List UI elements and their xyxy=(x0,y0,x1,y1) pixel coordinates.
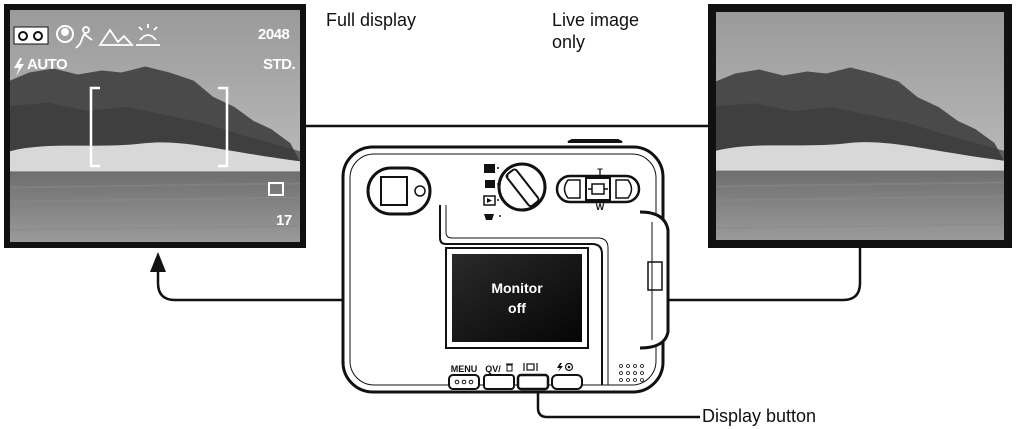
full-display-label: Full display xyxy=(326,10,417,30)
sunset-icon xyxy=(136,24,160,46)
portrait-icon xyxy=(56,25,74,43)
bottom-buttons xyxy=(448,362,583,391)
menu-button[interactable] xyxy=(448,374,480,390)
focus-bracket-icon xyxy=(89,86,229,168)
right-connector-line xyxy=(660,248,862,302)
arrow-head xyxy=(150,252,166,272)
mode-dial-icon[interactable] xyxy=(483,162,547,220)
flash-mode-button[interactable] xyxy=(551,374,583,390)
zoom-w-label: W xyxy=(596,202,605,212)
full-display-screen xyxy=(4,4,306,248)
display-button-label: Display button xyxy=(702,406,817,426)
flash-icon xyxy=(14,58,24,76)
quality-readout: STD. xyxy=(263,56,296,73)
flash-mode-readout: AUTO xyxy=(27,56,68,73)
display-icon xyxy=(523,363,538,371)
zoom-control[interactable] xyxy=(555,174,641,204)
sports-icon xyxy=(75,26,93,49)
qv-label: QV/ xyxy=(485,364,501,374)
trash-icon xyxy=(506,363,513,372)
live-image-screen xyxy=(708,4,1012,248)
zoom-t-label: T xyxy=(597,167,603,177)
display-button-callout-line xyxy=(536,380,700,419)
qv-delete-button[interactable] xyxy=(483,374,515,390)
live-image-label: Live image only xyxy=(552,10,640,52)
monitor-screen xyxy=(445,247,589,349)
display-button[interactable] xyxy=(516,373,550,391)
connector-lines xyxy=(156,124,862,419)
camera-mode-icon xyxy=(13,26,49,45)
menu-label: MENU xyxy=(451,364,478,374)
landscape-icon xyxy=(98,28,135,46)
speaker-grille-icon xyxy=(619,364,644,382)
left-arrow-line xyxy=(156,262,343,302)
viewfinder xyxy=(366,166,432,216)
resolution-readout: 2048 xyxy=(258,26,290,43)
single-drive-icon xyxy=(268,182,284,196)
monitor-off-label: Monitor off xyxy=(491,280,543,316)
flash-redeye-icon xyxy=(557,362,574,372)
frame-counter: 17 xyxy=(276,212,292,229)
